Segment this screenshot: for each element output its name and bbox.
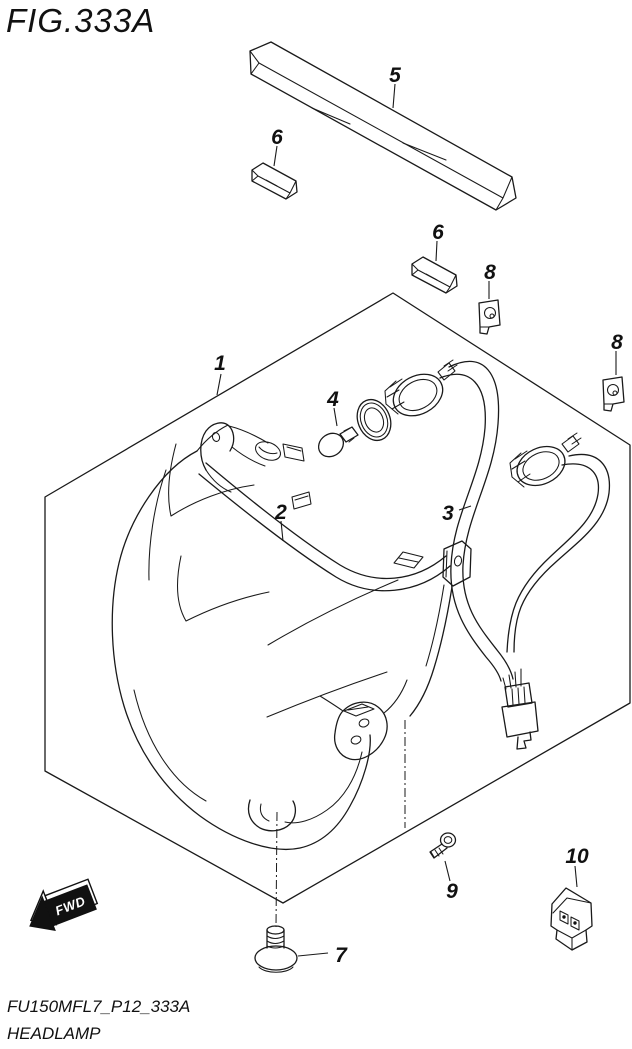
part-3-socket-a <box>384 359 458 417</box>
callout-label-7: 7 <box>335 944 348 967</box>
callout-leader-5 <box>392 83 396 109</box>
callout-label-8: 8 <box>611 331 623 354</box>
callout-leader-3 <box>458 505 472 511</box>
callout-label-1: 1 <box>214 352 226 375</box>
callout-leader-2 <box>280 520 284 542</box>
part-8-clip-a <box>478 299 501 335</box>
figure-footer: FU150MFL7_P12_333A HEADLAMP <box>7 993 190 1047</box>
callout-leader-7 <box>297 952 329 957</box>
fwd-badge: FWD <box>29 878 99 932</box>
part-4-bulb <box>317 426 359 458</box>
part-6-cushion-b <box>411 256 458 294</box>
callout-label-10: 10 <box>565 845 589 868</box>
part-1-headlamp-housing <box>111 422 472 850</box>
part-5-bar <box>249 41 517 211</box>
centerlines <box>275 720 406 928</box>
part-3-wiring-harness <box>439 360 611 690</box>
callouts: 1 2 3 4 5 6 6 7 8 8 9 10 <box>214 64 623 967</box>
callout-leader-10 <box>574 865 578 888</box>
callout-label-6: 6 <box>432 221 444 244</box>
part-10-connector <box>550 887 593 951</box>
part-9-screw <box>429 832 457 859</box>
figure-title: FIG.333A <box>6 2 156 39</box>
callout-label-9: 9 <box>446 880 458 903</box>
part-3-coupler <box>501 682 539 750</box>
assembly-box-outline <box>44 292 631 904</box>
callout-leader-4 <box>333 407 338 427</box>
callout-label-8: 8 <box>484 261 496 284</box>
callout-label-2: 2 <box>274 501 287 524</box>
callout-leader-6 <box>435 240 438 262</box>
part-3-socket-b <box>509 432 582 488</box>
part-code: FU150MFL7_P12_333A <box>7 997 191 1016</box>
part-name-label: HEADLAMP <box>7 1024 101 1043</box>
part-7-bolt <box>254 925 298 973</box>
callout-label-6: 6 <box>271 126 283 149</box>
part-2-trim-band <box>198 462 451 592</box>
callout-label-3: 3 <box>442 502 454 525</box>
retainer-ring <box>356 398 392 442</box>
callout-leader-9 <box>444 860 451 882</box>
callout-label-5: 5 <box>389 64 401 87</box>
callout-label-4: 4 <box>326 388 339 411</box>
part-8-clip-b <box>602 376 625 412</box>
callout-leader-6 <box>273 145 278 167</box>
part-6-cushion-a <box>251 162 298 200</box>
callout-leader-1 <box>216 373 222 396</box>
